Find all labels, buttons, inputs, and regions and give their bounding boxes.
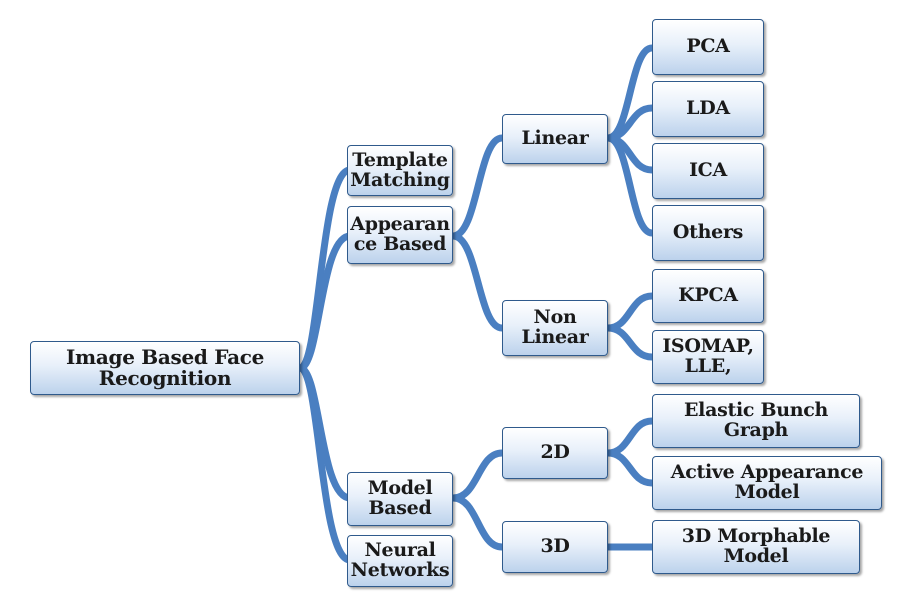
node-model-based: Model Based <box>347 472 453 526</box>
edge-linear-others <box>604 134 656 237</box>
edge-model-3d <box>449 494 506 551</box>
node-appearance-based: Appearan ce Based <box>347 206 453 264</box>
edge-appearance-linear <box>449 134 506 240</box>
node-2d: 2D <box>502 427 608 479</box>
node-neural-networks: Neural Networks <box>347 535 453 587</box>
node-elastic-bunch: Elastic Bunch Graph <box>652 394 860 448</box>
edge-root-neural <box>296 364 354 564</box>
node-pca: PCA <box>652 19 764 75</box>
node-template-matching: Template Matching <box>347 145 453 196</box>
edge-root-appearance <box>296 232 354 372</box>
node-kpca: KPCA <box>652 269 764 323</box>
node-others: Others <box>652 205 764 261</box>
edge-linear-lda <box>604 104 656 142</box>
node-3d: 3D <box>502 521 608 573</box>
node-non-linear: Non Linear <box>502 300 608 356</box>
node-active-appearance: Active Appearance Model <box>652 456 882 510</box>
node-isomap: ISOMAP, LLE, <box>652 330 764 384</box>
node-linear: Linear <box>502 114 608 164</box>
edge-appearance-nonlinear <box>449 232 506 332</box>
edge-nonlinear-isomap <box>604 324 656 361</box>
node-ica: ICA <box>652 143 764 199</box>
edge-model-2d <box>449 449 506 502</box>
edge-2d-elastic <box>604 417 656 457</box>
edge-nonlinear-kpca <box>604 292 656 332</box>
node-lda: LDA <box>652 81 764 137</box>
node-root: Image Based Face Recognition <box>30 341 300 395</box>
edge-2d-active <box>604 449 656 487</box>
node-3d-morphable: 3D Morphable Model <box>652 520 860 574</box>
